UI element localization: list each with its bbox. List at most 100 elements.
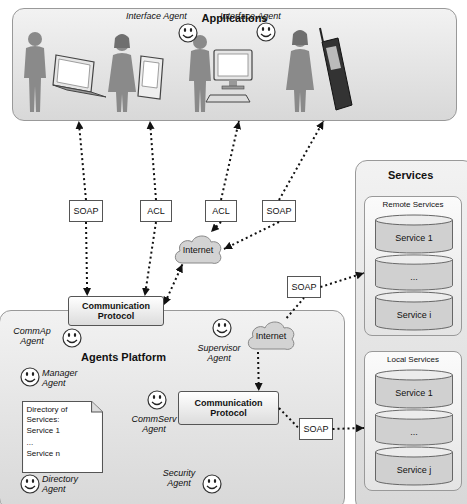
computer-icon (206, 95, 250, 102)
service-cylinder: Service i (375, 291, 453, 331)
node-text: Service n (27, 449, 60, 459)
protocol-tag: SOAP (287, 276, 320, 298)
group-title: Services (388, 169, 467, 181)
node-text: ACL (147, 206, 165, 216)
dotted-connector (145, 222, 156, 296)
dotted-connector (86, 222, 87, 296)
computer-icon (214, 50, 252, 80)
protocol-box: Communication Protocol (178, 391, 279, 425)
user-figures (293, 33, 307, 47)
cylinder-top (376, 370, 453, 380)
agent-smiley (63, 329, 81, 347)
label-slot: Directory Agent (42, 474, 94, 495)
agent-smiley (148, 391, 166, 409)
user-figures (189, 49, 211, 112)
agent-smiley (203, 475, 221, 493)
directory-note: Directory of Services:Service 1...Servic… (22, 401, 103, 473)
service-cylinder: Service 1 (375, 214, 453, 254)
dotted-connector (257, 352, 260, 391)
protocol-tag: SOAP (69, 200, 102, 222)
cloud-outline (175, 236, 221, 263)
platform-panel: ServicesRemote ServicesService 1... Servi… (355, 160, 467, 504)
service-cylinder: Service j (375, 446, 453, 486)
note-fold (91, 402, 102, 413)
dotted-connector (224, 222, 279, 249)
dotted-connector (79, 121, 86, 200)
user-figures (28, 32, 42, 46)
user-figures (24, 46, 46, 112)
cylinder-top (376, 215, 453, 225)
laptop-icon (53, 55, 94, 92)
label-slot: Supervisor Agent (194, 343, 244, 364)
agent-label: Supervisor Agent (194, 343, 244, 364)
service-cylinder: ... (375, 254, 453, 291)
label-slot: Interface Agent (126, 11, 192, 21)
protocol-tag: ACL (140, 200, 172, 222)
cylinder-top (376, 255, 453, 264)
node-text: ... (410, 272, 418, 282)
cylinder-top (376, 447, 453, 457)
agent-smiley (21, 475, 39, 493)
user-figures (115, 37, 129, 51)
user-figures (24, 30, 314, 112)
node-text: Service 1 (27, 426, 60, 436)
node-text: SOAP (303, 424, 328, 434)
computer-icon (222, 86, 244, 89)
agent-label: Directory Agent (42, 474, 94, 495)
user-figures (114, 34, 130, 48)
agent-smiley (257, 23, 275, 41)
pda-icon (142, 61, 159, 88)
cylinder-top (376, 410, 453, 419)
agent-smiley (179, 24, 197, 42)
group-title: Local Services (365, 352, 461, 364)
node-text: Directory of Services: (27, 405, 99, 424)
protocol-tag: SOAP (262, 200, 295, 222)
phone-icon (322, 38, 352, 110)
node-text: Communication Protocol (69, 301, 163, 322)
node-text: Internet (256, 329, 287, 341)
dotted-connector (150, 121, 156, 200)
agent-label: Interface Agent (220, 11, 286, 21)
service-cylinder: Service 1 (375, 369, 453, 409)
laptop-icon (57, 59, 90, 88)
user-figures (193, 35, 207, 49)
node-text: Service 1 (395, 388, 433, 398)
dotted-connector (279, 121, 324, 200)
user-figures (292, 30, 308, 45)
service-group: Local ServicesService 1... Service j (364, 351, 462, 491)
agent-label: Interface Agent (126, 11, 192, 21)
agent-label: CommServ Agent (130, 414, 178, 435)
platform-panel: Applications (12, 8, 457, 121)
laptop-icon (53, 55, 106, 97)
node-text: ... (410, 427, 418, 437)
protocol-tag: ACL (205, 200, 237, 222)
user-figures (286, 49, 314, 112)
node-text: SOAP (266, 206, 291, 216)
service-group: Remote ServicesService 1... Service i (364, 196, 462, 336)
internet-cloud: Internet (245, 318, 297, 352)
label-slot: Security Agent (156, 468, 202, 489)
group-title: Remote Services (365, 197, 461, 209)
note-outline (22, 402, 102, 473)
cloud-outline (248, 322, 294, 349)
laptop-icon (53, 85, 106, 97)
dotted-connector (164, 264, 182, 305)
service-cylinder: ... (375, 409, 453, 446)
node-text: Service j (397, 465, 432, 475)
pda-icon (138, 56, 163, 99)
node-text: Service i (397, 310, 432, 320)
node-text: SOAP (73, 206, 98, 216)
agent-label: CommAp Agent (8, 326, 56, 347)
dotted-connector (333, 428, 365, 429)
label-slot: Manager Agent (42, 368, 90, 389)
label-slot: CommAp Agent (8, 326, 56, 347)
node-text: Internet (183, 243, 214, 255)
computer-icon (229, 80, 237, 86)
node-text: Service 1 (395, 233, 433, 243)
phone-icon (320, 28, 323, 42)
agent-smileys (21, 23, 275, 493)
agent-label: Manager Agent (42, 368, 90, 389)
